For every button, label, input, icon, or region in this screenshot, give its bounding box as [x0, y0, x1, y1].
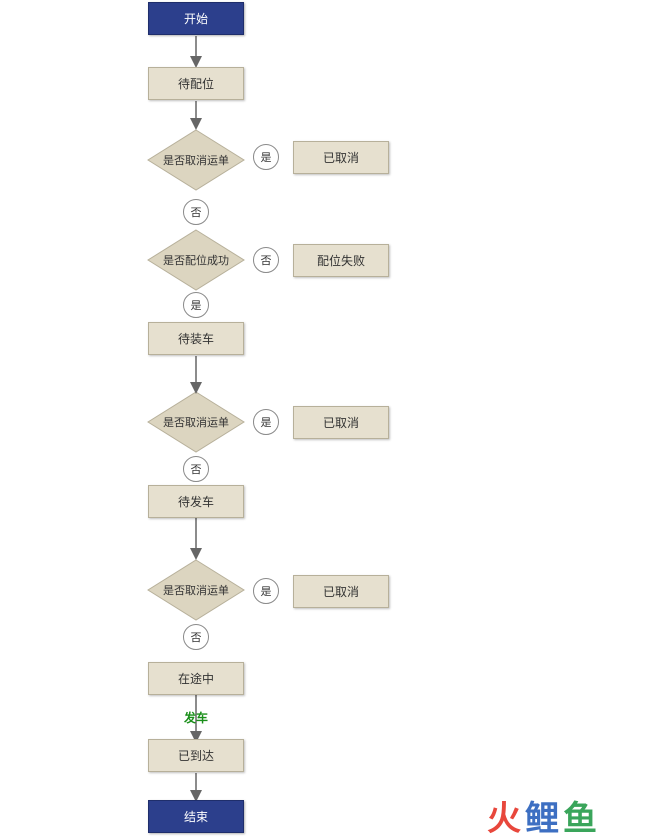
yes-marker-4: 是: [253, 578, 279, 604]
yes-marker-3: 是: [253, 409, 279, 435]
no-marker-1: 否: [183, 199, 209, 225]
brand-logo: 火鲤鱼: [487, 791, 601, 840]
wait-assign-node: 待配位: [148, 67, 244, 100]
end-node: 结束: [148, 800, 244, 833]
cancelled-node-2: 已取消: [293, 406, 389, 439]
decision-1-label: 是否取消运单: [163, 154, 229, 167]
yes-marker-1: 是: [253, 144, 279, 170]
no-marker-4: 否: [183, 624, 209, 650]
decision-diamond-2: [147, 229, 245, 291]
no-marker-3: 否: [183, 456, 209, 482]
depart-edge-label: 发车: [184, 711, 209, 725]
assign-failed-node: 配位失败: [293, 244, 389, 277]
decision-4-label: 是否取消运单: [163, 584, 229, 597]
logo-char-1: 火: [487, 799, 525, 839]
cancelled-node-1: 已取消: [293, 141, 389, 174]
wait-depart-node: 待发车: [148, 485, 244, 518]
decision-diamond-4: [147, 559, 245, 621]
logo-char-3: 鱼: [563, 799, 601, 839]
decision-2-label: 是否配位成功: [163, 254, 229, 267]
yes-marker-2: 是: [183, 292, 209, 318]
decision-diamond-1: [147, 129, 245, 191]
decision-3-label: 是否取消运单: [163, 416, 229, 429]
logo-char-2: 鲤: [525, 799, 563, 839]
decision-diamond-3: [147, 391, 245, 453]
cancelled-node-3: 已取消: [293, 575, 389, 608]
arrived-node: 已到达: [148, 739, 244, 772]
no-marker-2: 否: [253, 247, 279, 273]
start-node: 开始: [148, 2, 244, 35]
wait-load-node: 待装车: [148, 322, 244, 355]
in-transit-node: 在途中: [148, 662, 244, 695]
